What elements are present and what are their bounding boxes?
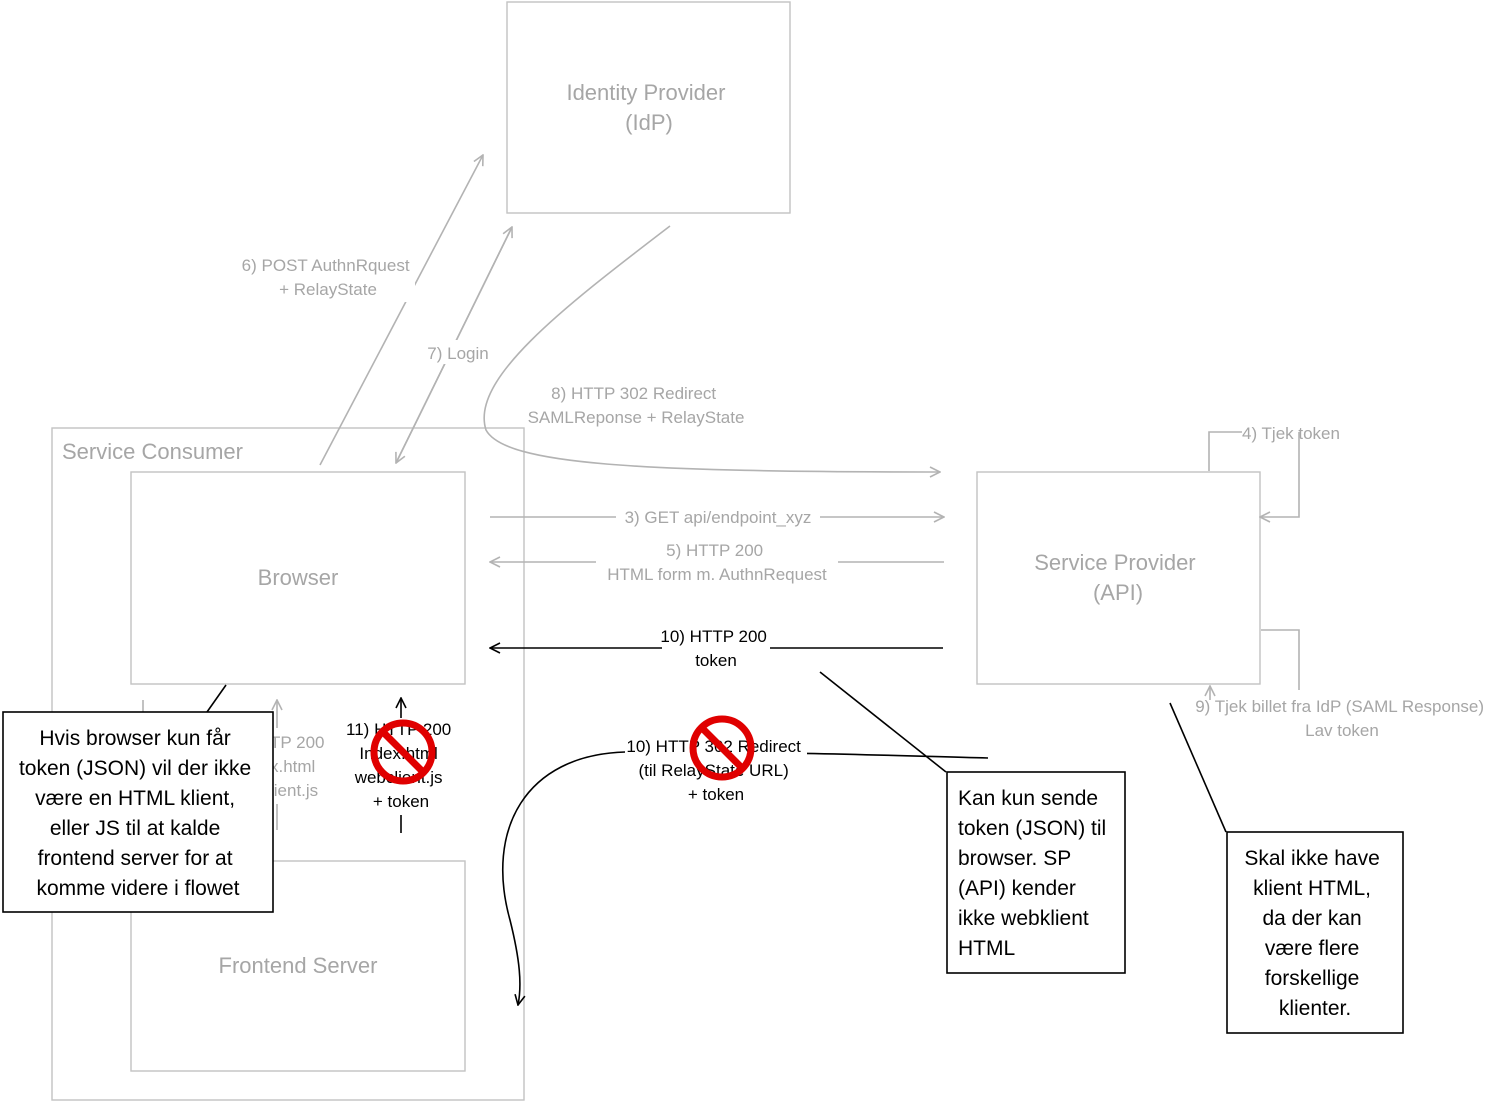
edge-11-http-200-index: 11) HTTP 200 Index.html webclient.js + t… <box>346 698 456 833</box>
svg-text:Hvis browser kun får tok: Hvis browser kun får token (JSON) vil de… <box>19 727 257 900</box>
svg-text:11) HTTP 200 Index.html: 11) HTTP 200 Index.html webclient.js + t… <box>346 720 456 811</box>
svg-text:6) POST AuthnRquest + Re: 6) POST AuthnRquest + RelayState <box>242 256 415 299</box>
edge-4-tjek-token: 4) Tjek token <box>1208 424 1340 517</box>
svg-text:10) HTTP 200 token: 10) HTTP 200 token <box>660 627 771 670</box>
client-note-callout: Skal ikke have klient HTML, da der kan v… <box>1169 702 1404 1034</box>
svg-text:TP 200 x.html lien: TP 200 x.html lient.js <box>270 733 329 800</box>
svg-text:4) Tjek token: 4) Tjek token <box>1242 424 1340 443</box>
svg-text:8) HTTP 302 Redirect SAM: 8) HTTP 302 Redirect SAMLReponse + Relay… <box>528 384 745 427</box>
edge-9-tjek-billet: 9) Tjek billet fra IdP (SAML Response) L… <box>1195 629 1489 740</box>
sp-note-callout: Kan kun sende token (JSON) til browser. … <box>819 671 1126 974</box>
svg-text:Identity Provider (IdP): Identity Provider (IdP) <box>566 80 731 135</box>
edge-6-post-authnrequest: 6) POST AuthnRquest + RelayState <box>240 155 483 466</box>
svg-text:Skal ikke have klient HT: Skal ikke have klient HTML, da der kan v… <box>1244 847 1385 1020</box>
edge-5-http-200-form: 5) HTTP 200 HTML form m. AuthnRequest <box>490 540 944 584</box>
edge-3-get-endpoint: 3) GET api/endpoint_xyz <box>490 505 944 529</box>
browser-title: Browser <box>258 565 339 590</box>
edge-12-frontend-to-browser: TP 200 x.html lient.js <box>142 700 334 830</box>
prohibited-icon <box>689 715 755 781</box>
edge-7-login: 7) Login <box>396 227 512 463</box>
browser-note-callout: Hvis browser kun får token (JSON) vil de… <box>2 684 274 913</box>
svg-text:Kan kun sende token (JSO: Kan kun sende token (JSON) til browser. … <box>958 787 1112 960</box>
svg-text:9) Tjek billet fra IdP (SAML R: 9) Tjek billet fra IdP (SAML Response) L… <box>1195 697 1489 740</box>
browser-node: Browser <box>130 471 466 685</box>
edge-10-http-200-token: 10) HTTP 200 token <box>490 624 943 672</box>
prohibited-icon <box>370 719 436 785</box>
svg-text:5) HTTP 200 HTML form m.: 5) HTTP 200 HTML form m. AuthnRequest <box>607 541 827 584</box>
idp-title: Identity Provider <box>566 80 725 105</box>
edge-10-http-302-redirect: 10) HTTP 302 Redirect (til RelayState UR… <box>502 734 989 1005</box>
sp-title: Service Provider <box>1034 550 1195 575</box>
svg-text:Service Provider (API): Service Provider (API) <box>1034 550 1202 605</box>
service-provider-node: Service Provider (API) <box>976 471 1261 685</box>
svg-text:3) GET api/endpoint_xyz: 3) GET api/endpoint_xyz <box>625 508 812 527</box>
sp-subtitle: (API) <box>1093 580 1143 605</box>
idp-node: Identity Provider (IdP) <box>506 1 791 214</box>
service-consumer-container: Service Consumer <box>51 427 525 1101</box>
idp-subtitle: (IdP) <box>625 110 673 135</box>
svg-text:10) HTTP 302 Redirect (t: 10) HTTP 302 Redirect (til RelayState UR… <box>626 737 805 804</box>
svg-text:7) Login: 7) Login <box>427 344 488 363</box>
service-consumer-label: Service Consumer <box>62 439 243 464</box>
edge-8-http-302-samlresponse: 8) HTTP 302 Redirect SAMLReponse + Relay… <box>483 225 940 472</box>
frontend-server-title: Frontend Server <box>219 953 378 978</box>
